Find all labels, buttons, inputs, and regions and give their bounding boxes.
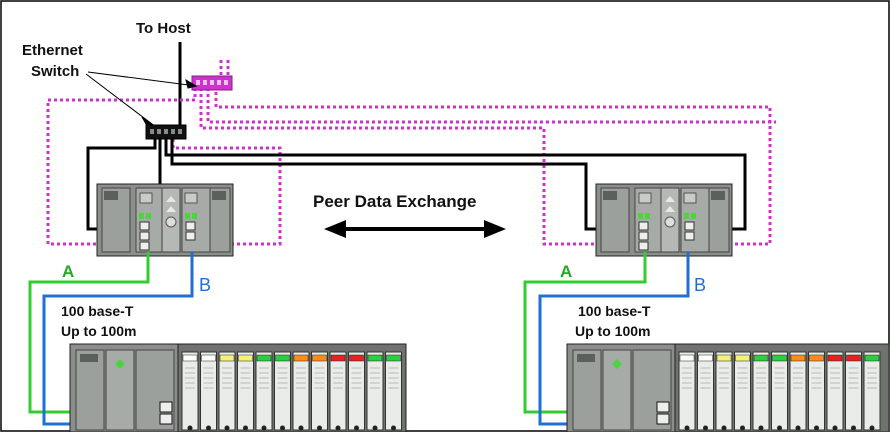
switch-primary-ports — [150, 129, 182, 134]
left-cable-a-label: A — [62, 262, 74, 281]
right-io-module-2 — [697, 351, 714, 431]
switch-redundant-ports — [196, 80, 228, 85]
peer-data-exchange-label: Peer Data Exchange — [313, 192, 476, 211]
left-io-module-8 — [311, 351, 328, 431]
left-io-module-1 — [181, 351, 199, 431]
left-io-module-7 — [292, 351, 310, 431]
right-io-module-9 — [826, 351, 844, 431]
ethernet-switch-label-line2: Switch — [31, 63, 79, 80]
right-io-module-11 — [863, 351, 881, 431]
ethernet-switch-callouts — [85, 71, 198, 125]
right-spec-line1: 100 base-T — [578, 303, 651, 319]
to-host-label: To Host — [136, 20, 191, 37]
left-io-module-5 — [255, 351, 273, 431]
left-controller-rack — [96, 183, 234, 257]
right-spec-line2: Up to 100m — [575, 323, 650, 339]
left-io-module-6 — [274, 351, 291, 431]
right-io-module-4 — [734, 351, 751, 431]
left-spec-line1: 100 base-T — [61, 303, 134, 319]
left-io-module-4 — [237, 351, 254, 431]
left-io-module-11 — [366, 351, 384, 431]
ethernet-switch-label-line1: Ethernet — [22, 42, 83, 59]
right-controller-rack — [595, 183, 733, 257]
right-cable-a-label: A — [560, 262, 572, 281]
right-io-modules — [678, 351, 881, 431]
right-cable-b-label: B — [694, 275, 706, 295]
left-io-module-2 — [200, 351, 217, 431]
left-io-module-10 — [348, 351, 365, 431]
right-io-module-8 — [808, 351, 825, 431]
right-io-module-7 — [789, 351, 807, 431]
right-io-module-6 — [771, 351, 788, 431]
left-io-module-3 — [218, 351, 236, 431]
left-io-module-12 — [385, 351, 402, 431]
right-io-module-1 — [678, 351, 696, 431]
right-io-module-5 — [752, 351, 770, 431]
left-io-modules — [181, 351, 402, 431]
right-io-module-10 — [845, 351, 862, 431]
peer-data-exchange-arrow — [324, 220, 506, 238]
right-io-module-3 — [715, 351, 733, 431]
left-cable-b-label: B — [199, 275, 211, 295]
left-io-module-9 — [329, 351, 347, 431]
left-spec-line2: Up to 100m — [61, 323, 136, 339]
